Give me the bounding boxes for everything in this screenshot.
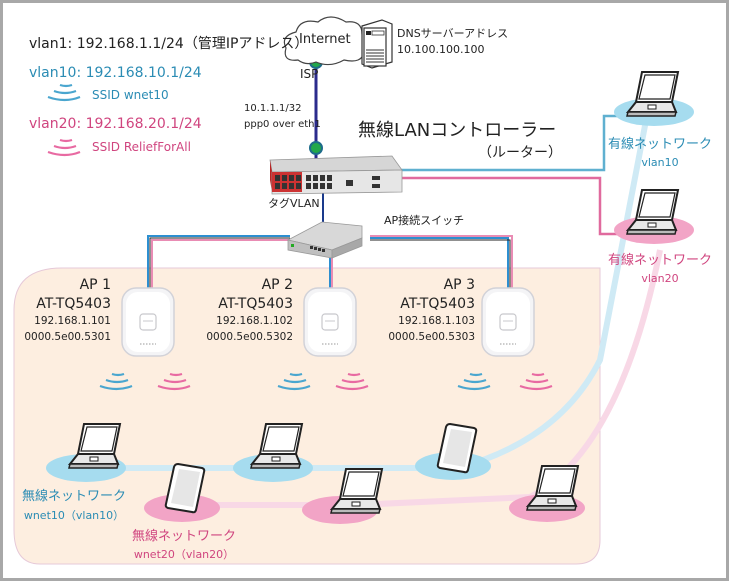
ap-switch-icon [286,221,363,259]
wireless-vlan10-label: 無線ネットワーク [21,489,126,504]
access-point-icon-3 [481,287,535,357]
wan-ip: 10.1.1.1/32 [244,103,302,114]
internet-cloud-icon [283,16,370,66]
wan-interface: ppp0 over eth1 [244,119,321,130]
ap-mac: 0000.5e00.5302 [206,331,293,343]
dns-server-ip: 10.100.100.100 [397,43,485,56]
ap-ip: 192.168.1.101 [34,315,111,327]
controller-subtitle: （ルーター） [478,145,562,161]
wireless-vlan20-label: 無線ネットワーク [131,529,236,544]
ap-trunk-lines [147,235,513,292]
ap-mac: 0000.5e00.5303 [388,331,475,343]
dns-server-icon [361,19,393,69]
wired-vlan20-vlan: vlan20 [641,272,679,285]
ap-name: AP 3 [443,277,475,293]
laptop-icon [626,189,679,235]
wired-vlan10-vlan: vlan10 [641,156,679,169]
wifi-wave-vlan20-icon [46,138,82,157]
wireless-vlan20-sub: wnet20（vlan20） [133,548,235,561]
ssid10-label: SSID wnet10 [92,88,169,102]
laptop-icon [626,71,679,117]
ap-name: AP 1 [79,277,111,293]
tag-vlan-label: タグVLAN [268,197,320,210]
ap-ip: 192.168.1.103 [398,315,475,327]
ap-model: AT-TQ5403 [400,296,475,312]
ap-ip: 192.168.1.102 [216,315,293,327]
ap-name: AP 2 [261,277,293,293]
vlan1-label: vlan1: 192.168.1.1/24（管理IPアドレス） [29,36,309,52]
wired-vlan20-label: 有線ネットワーク [607,253,712,268]
access-point-icon-1 [121,287,175,357]
vlan10-label: vlan10: 192.168.10.1/24 [29,65,202,81]
wlan-controller-router-icon [269,155,403,195]
wireless-vlan10-sub: wnet10（vlan10） [23,509,125,522]
ssid20-label: SSID ReliefForAll [92,140,191,154]
ap-switch-label: AP接続スイッチ [384,214,465,227]
wired-vlan10-label: 有線ネットワーク [607,137,712,152]
vlan20-label: vlan20: 192.168.20.1/24 [29,116,202,132]
isp-label: ISP [300,67,319,81]
ap-model: AT-TQ5403 [36,296,111,312]
controller-title: 無線LANコントローラー [358,120,557,141]
ap-mac: 0000.5e00.5301 [24,331,111,343]
access-point-icon-2 [303,287,357,357]
router-port-dot [309,141,323,155]
internet-label: Internet [299,32,351,47]
ap-model: AT-TQ5403 [218,296,293,312]
wifi-wave-vlan10-icon [46,83,82,102]
dns-server-label: DNSサーバーアドレス [397,27,509,40]
